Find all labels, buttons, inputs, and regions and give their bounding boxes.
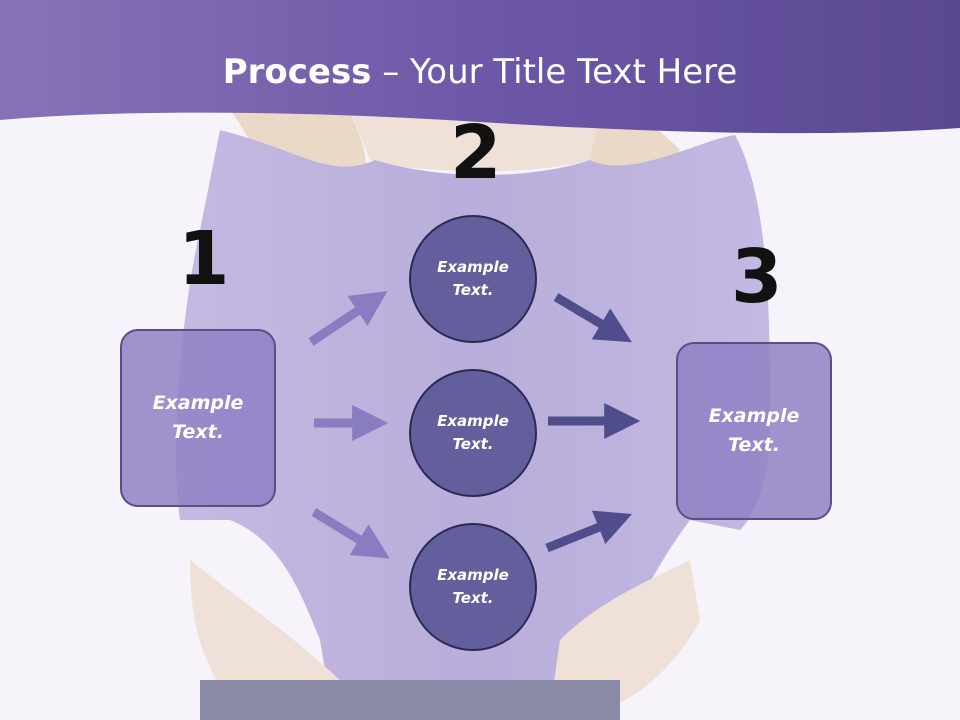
arrow-top-to-3 (553, 293, 632, 343)
step-2-circle-bottom: Example Text. (409, 523, 537, 651)
step-2-circle-top: Example Text. (409, 215, 537, 343)
right-hand-shape (550, 560, 700, 710)
step-1-box: Example Text. (120, 329, 276, 507)
circle-label-top: Example Text. (437, 258, 509, 299)
jeans-shape (200, 680, 620, 720)
slide-title: Process – Your Title Text Here (0, 52, 960, 92)
title-bold: Process (222, 52, 372, 92)
title-banner (0, 0, 960, 134)
step-3-box: Example Text. (676, 342, 832, 520)
circle-label-bottom: Example Text. (437, 566, 509, 607)
step-number-1: 1 (178, 216, 230, 302)
arrow-1-to-top (308, 291, 388, 346)
title-rest: – Your Title Text Here (371, 52, 738, 92)
step-3-label: Example Text. (708, 405, 800, 456)
arrow-1-to-bottom (311, 508, 390, 559)
step-number-2: 2 (450, 110, 502, 196)
circle-label-middle: Example Text. (437, 412, 509, 453)
arrow-bottom-to-3 (545, 510, 633, 553)
step-2-circle-middle: Example Text. (409, 369, 537, 497)
step-number-3: 3 (731, 234, 783, 320)
step-1-label: Example Text. (152, 392, 244, 443)
left-hand-shape (190, 560, 350, 700)
